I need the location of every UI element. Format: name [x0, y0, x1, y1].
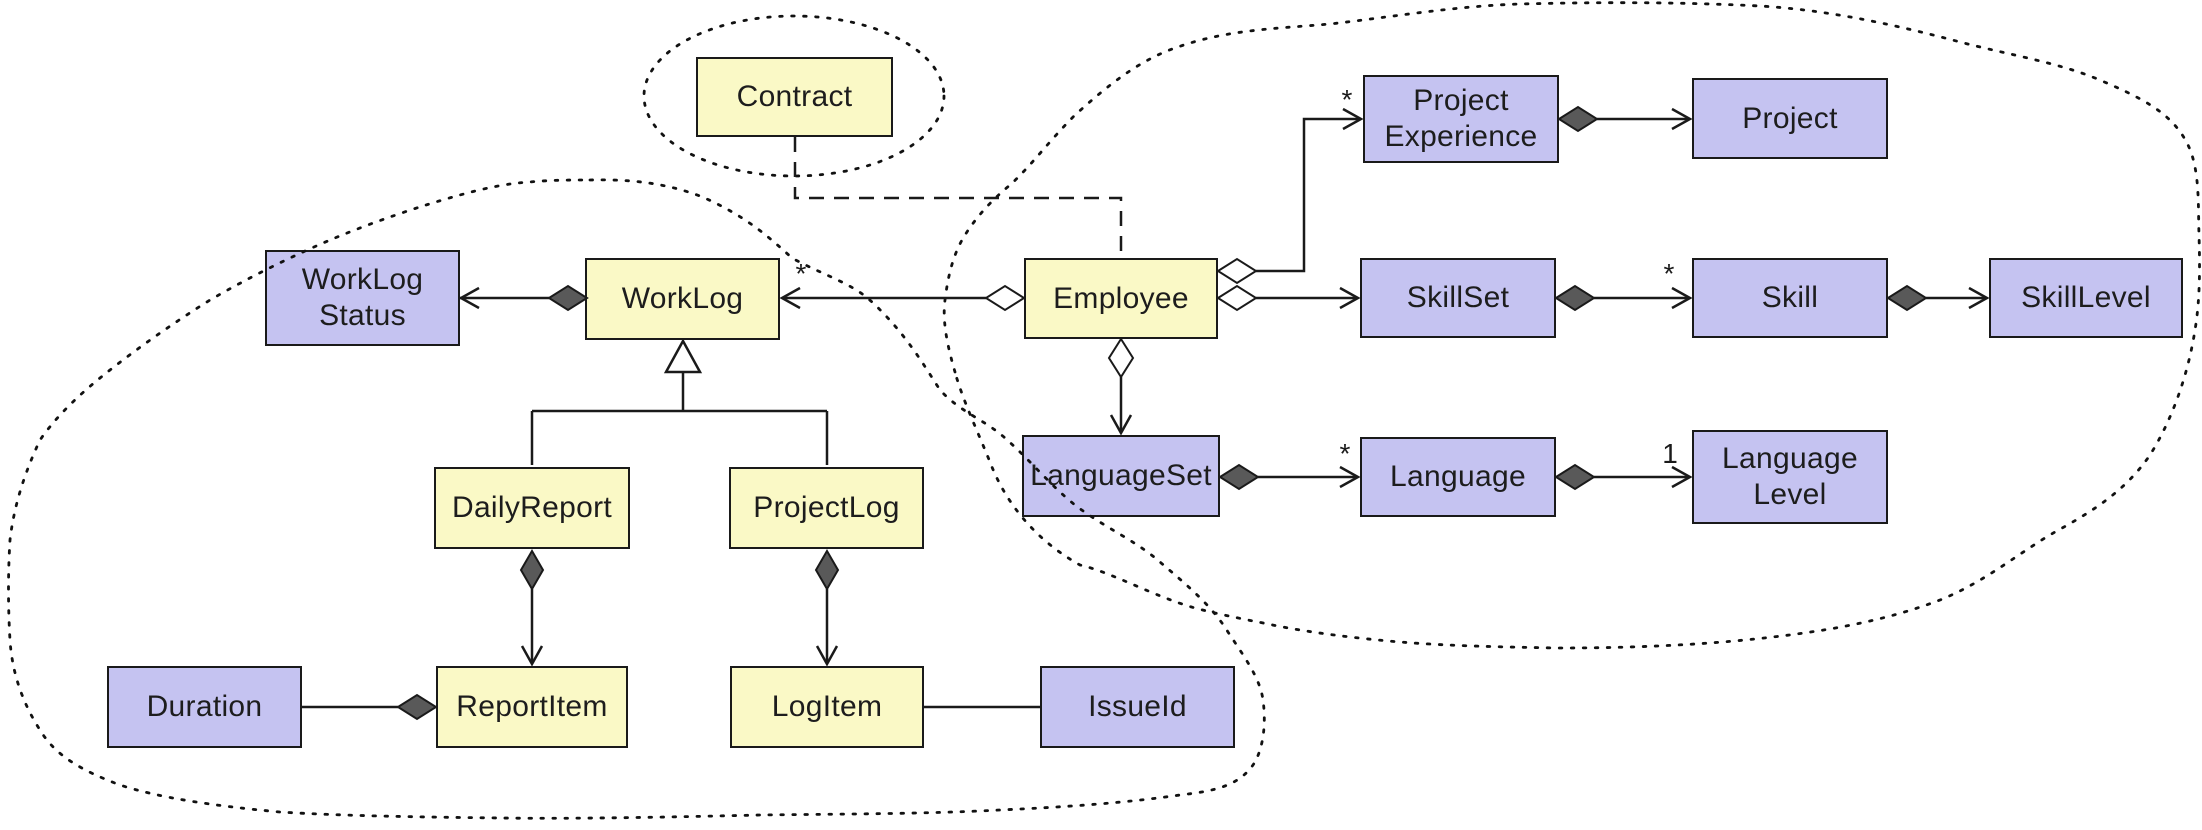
edge-employee-languageset — [1107, 337, 1135, 436]
multiplicity-skillset-skill: * — [1663, 258, 1675, 289]
multiplicity-language-language-level: 1 — [1662, 438, 1678, 469]
edge-employee-project-experience — [1216, 107, 1364, 285]
class-duration[interactable]: Duration — [107, 666, 302, 748]
class-worklog[interactable]: WorkLog — [585, 258, 780, 340]
multiplicity-languageset-language: * — [1339, 438, 1351, 469]
class-label: Project — [1413, 84, 1509, 117]
edge-project-experience-project — [1557, 105, 1693, 133]
class-project-log[interactable]: ProjectLog — [729, 467, 924, 549]
class-label: Status — [319, 299, 406, 332]
edge-employee-worklog — [779, 284, 1026, 312]
class-label: Level — [1753, 478, 1827, 511]
class-language-level[interactable]: Language Level — [1692, 430, 1888, 524]
class-employee[interactable]: Employee — [1024, 258, 1218, 339]
class-project-experience[interactable]: Project Experience — [1363, 75, 1559, 163]
class-languageset[interactable]: LanguageSet — [1022, 435, 1220, 517]
edge-skill-skilllevel — [1886, 284, 1990, 312]
class-issue-id[interactable]: IssueId — [1040, 666, 1235, 748]
edge-employee-skillset — [1216, 284, 1361, 312]
class-skill-level[interactable]: SkillLevel — [1989, 258, 2183, 338]
class-report-item[interactable]: ReportItem — [436, 666, 628, 748]
class-label: Language — [1722, 442, 1858, 475]
class-label: WorkLog — [301, 263, 424, 296]
edge-projectlog-logitem — [814, 549, 840, 667]
edge-duration-reportitem — [302, 693, 438, 721]
edge-dailyreport-reportitem — [519, 549, 545, 667]
edge-worklog-worklogstatus — [458, 284, 589, 312]
class-skillset[interactable]: SkillSet — [1360, 258, 1556, 338]
class-worklog-status[interactable]: WorkLog Status — [265, 250, 460, 346]
multiplicity-employee-project-experience: * — [1341, 84, 1353, 115]
class-project[interactable]: Project — [1692, 78, 1888, 159]
class-log-item[interactable]: LogItem — [730, 666, 924, 748]
class-label: Experience — [1384, 120, 1538, 153]
class-contract[interactable]: Contract — [696, 57, 893, 137]
multiplicity-employee-worklog: * — [795, 258, 807, 289]
class-daily-report[interactable]: DailyReport — [434, 467, 630, 549]
edge-contract-employee-dashed — [793, 137, 1123, 258]
class-language[interactable]: Language — [1360, 437, 1556, 517]
class-skill[interactable]: Skill — [1692, 258, 1888, 338]
edge-generalization-worklog — [530, 338, 829, 465]
